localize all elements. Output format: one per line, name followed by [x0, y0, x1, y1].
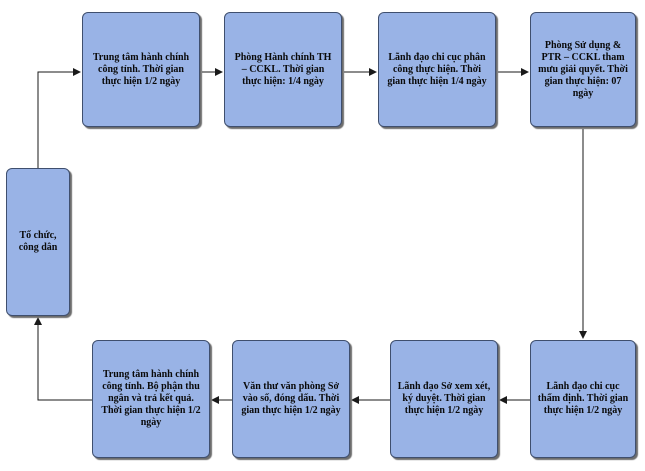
node-public-admin-center-label: Trung tâm hành chính công tỉnh. Thời gia… [92, 51, 190, 87]
node-subdept-leader-assign-label: Lãnh đạo chi cục phân công thực hiện. Th… [387, 51, 487, 87]
node-citizen-label: Tổ chức, công dân [18, 230, 58, 253]
node-forest-use-dept-label: Phòng Sử dụng & PTR – CCKL tham mưu giải… [538, 39, 628, 99]
node-admin-office-label: Phòng Hành chính TH – CCKL. Thời gian th… [234, 51, 332, 87]
node-admin-office: Phòng Hành chính TH – CCKL. Thời gian th… [224, 12, 342, 127]
arrow-citizen-to-center [37, 68, 81, 168]
node-subdept-leader-assign: Lãnh đạo chi cục phân công thực hiện. Th… [378, 12, 496, 127]
node-clerk-stamp: Văn thư văn phòng Sở vào số, đóng dấu. T… [232, 340, 350, 458]
arrow-result-to-citizen [34, 317, 92, 401]
node-department-leader-approve-label: Lãnh đạo Sở xem xét, ký duyệt. Thời gian… [397, 381, 491, 416]
node-citizen: Tổ chức, công dân [6, 168, 70, 316]
node-result-return: Trung tâm hành chính công tỉnh. Bộ phận … [92, 340, 210, 458]
node-department-leader-approve: Lãnh đạo Sở xem xét, ký duyệt. Thời gian… [390, 340, 498, 458]
node-forest-use-dept: Phòng Sử dụng & PTR – CCKL tham mưu giải… [530, 12, 636, 127]
node-clerk-stamp-label: Văn thư văn phòng Sở vào số, đóng dấu. T… [241, 381, 341, 416]
node-subdept-leader-appraise: Lãnh đạo chi cục thẩm định. Thời gian th… [530, 340, 636, 458]
node-result-return-label: Trung tâm hành chính công tỉnh. Bộ phận … [101, 369, 201, 428]
node-subdept-leader-appraise-label: Lãnh đạo chi cục thẩm định. Thời gian th… [537, 381, 629, 416]
node-public-admin-center: Trung tâm hành chính công tỉnh. Thời gia… [82, 12, 200, 127]
